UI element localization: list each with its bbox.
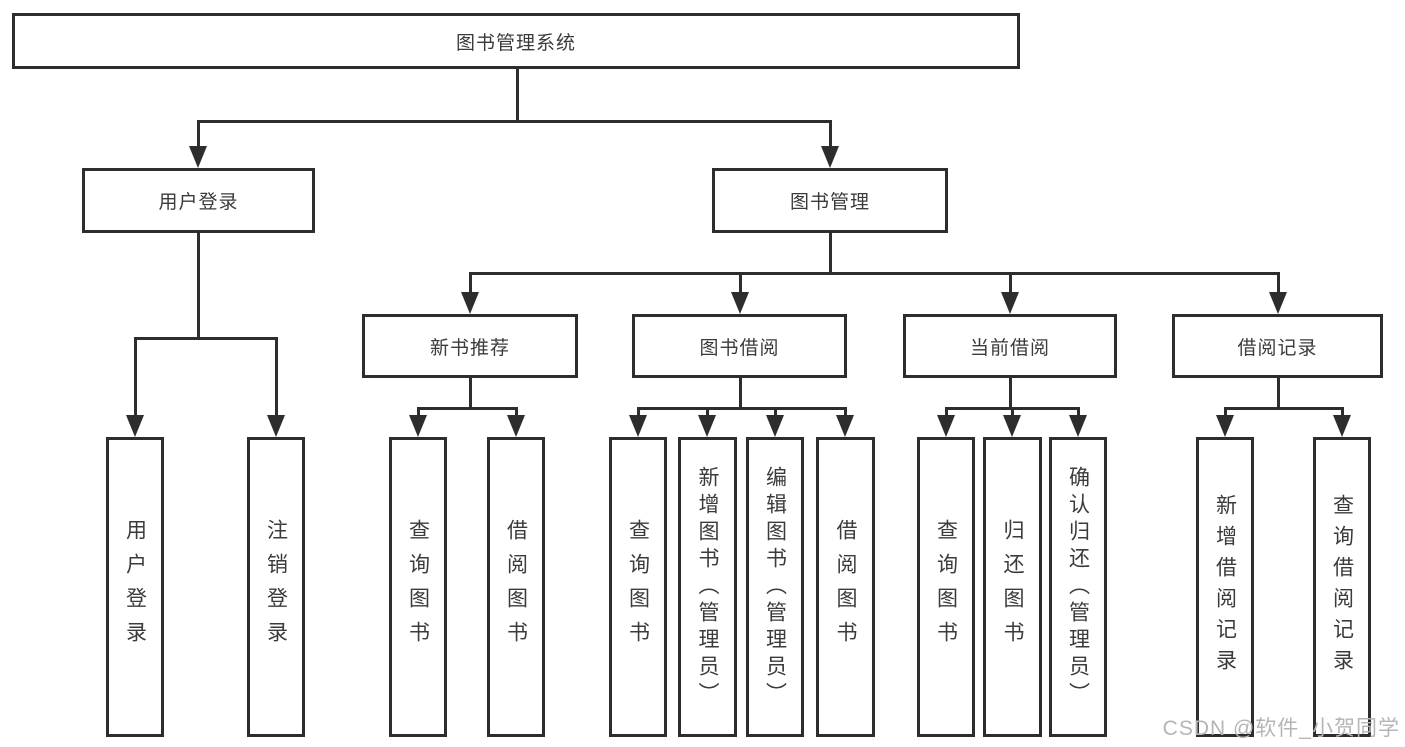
connector-drop [416, 407, 420, 419]
connector-branch [416, 407, 518, 410]
arrow-down-icon [698, 415, 716, 437]
leaf-logout-label: 注销登录 [264, 519, 288, 655]
leaf-add-book-admin-label: 新增图书（管理员） [696, 465, 719, 709]
arrow-down-icon [1001, 292, 1019, 314]
arrow-down-icon [766, 415, 784, 437]
leaf-query-books-borrowing: 查询图书 [609, 437, 667, 737]
leaf-borrow-books-recommend: 借阅图书 [487, 437, 545, 737]
arrow-down-icon [821, 146, 839, 168]
connector-drop [133, 337, 137, 419]
node-borrowing-records: 借阅记录 [1172, 314, 1383, 378]
leaf-return-books-label: 归还图书 [1001, 519, 1024, 655]
arrow-down-icon [1216, 415, 1234, 437]
connector-drop [636, 407, 640, 419]
arrow-down-icon [267, 415, 285, 437]
connector-stem [738, 378, 742, 410]
leaf-add-borrow-record: 新增借阅记录 [1196, 437, 1254, 737]
connector-stem [828, 233, 832, 275]
connector-drop [514, 407, 518, 419]
leaf-add-borrow-record-label: 新增借阅记录 [1213, 494, 1237, 680]
leaf-borrow-books-borrowing: 借阅图书 [816, 437, 875, 737]
arrow-down-icon [836, 415, 854, 437]
connector-drop [274, 337, 278, 419]
connector-drop [828, 120, 832, 150]
leaf-query-books-current: 查询图书 [917, 437, 975, 737]
connector-branch [196, 120, 832, 123]
connector-drop [843, 407, 847, 419]
leaf-edit-book-admin: 编辑图书（管理员） [746, 437, 804, 737]
arrow-down-icon [937, 415, 955, 437]
leaf-query-books-recommend: 查询图书 [389, 437, 447, 737]
connector-drop [468, 272, 472, 296]
node-book-management: 图书管理 [712, 168, 948, 233]
leaf-return-books: 归还图书 [983, 437, 1042, 737]
arrow-down-icon [189, 146, 207, 168]
connector-stem [1276, 378, 1280, 410]
connector-branch [468, 272, 1280, 275]
arrow-down-icon [507, 415, 525, 437]
leaf-borrow-books-borrowing-label: 借阅图书 [834, 519, 857, 655]
arrow-down-icon [1333, 415, 1351, 437]
connector-drop [1010, 407, 1014, 419]
arrow-down-icon [126, 415, 144, 437]
leaf-query-books-borrowing-label: 查询图书 [626, 519, 650, 655]
connector-stem [515, 69, 519, 123]
node-book-borrowing: 图书借阅 [632, 314, 847, 378]
connector-drop [1076, 407, 1080, 419]
connector-branch [133, 337, 278, 340]
connector-drop [944, 407, 948, 419]
leaf-query-borrow-record: 查询借阅记录 [1313, 437, 1371, 737]
connector-branch [1223, 407, 1344, 410]
watermark: CSDN @软件_小贺同学 [1162, 717, 1400, 740]
leaf-query-books-current-label: 查询图书 [934, 519, 958, 655]
node-user-login: 用户登录 [82, 168, 315, 233]
connector-drop [1223, 407, 1227, 419]
connector-stem [1008, 378, 1012, 410]
leaf-confirm-return-admin: 确认归还（管理员） [1049, 437, 1107, 737]
connector-branch [636, 407, 847, 410]
arrow-down-icon [629, 415, 647, 437]
leaf-user-login: 用户登录 [106, 437, 164, 737]
leaf-query-borrow-record-label: 查询借阅记录 [1330, 494, 1354, 680]
node-new-book-recommendation: 新书推荐 [362, 314, 578, 378]
leaf-edit-book-admin-label: 编辑图书（管理员） [763, 465, 787, 709]
arrow-down-icon [1069, 415, 1087, 437]
connector-drop [1276, 272, 1280, 296]
connector-drop [1008, 272, 1012, 296]
leaf-confirm-return-admin-label: 确认归还（管理员） [1066, 465, 1090, 709]
leaf-user-login-label: 用户登录 [123, 519, 147, 655]
arrow-down-icon [461, 292, 479, 314]
connector-drop [773, 407, 777, 419]
arrow-down-icon [731, 292, 749, 314]
connector-stem [196, 233, 200, 340]
arrow-down-icon [409, 415, 427, 437]
leaf-query-books-recommend-label: 查询图书 [406, 519, 430, 655]
node-root: 图书管理系统 [12, 13, 1020, 69]
node-current-borrowing: 当前借阅 [903, 314, 1117, 378]
connector-drop [1340, 407, 1344, 419]
arrow-down-icon [1003, 415, 1021, 437]
leaf-add-book-admin: 新增图书（管理员） [678, 437, 737, 737]
connector-drop [705, 407, 709, 419]
connector-drop [196, 120, 200, 150]
connector-stem [468, 378, 472, 410]
connector-drop [738, 272, 742, 296]
arrow-down-icon [1269, 292, 1287, 314]
leaf-borrow-books-recommend-label: 借阅图书 [504, 519, 528, 655]
leaf-logout: 注销登录 [247, 437, 305, 737]
